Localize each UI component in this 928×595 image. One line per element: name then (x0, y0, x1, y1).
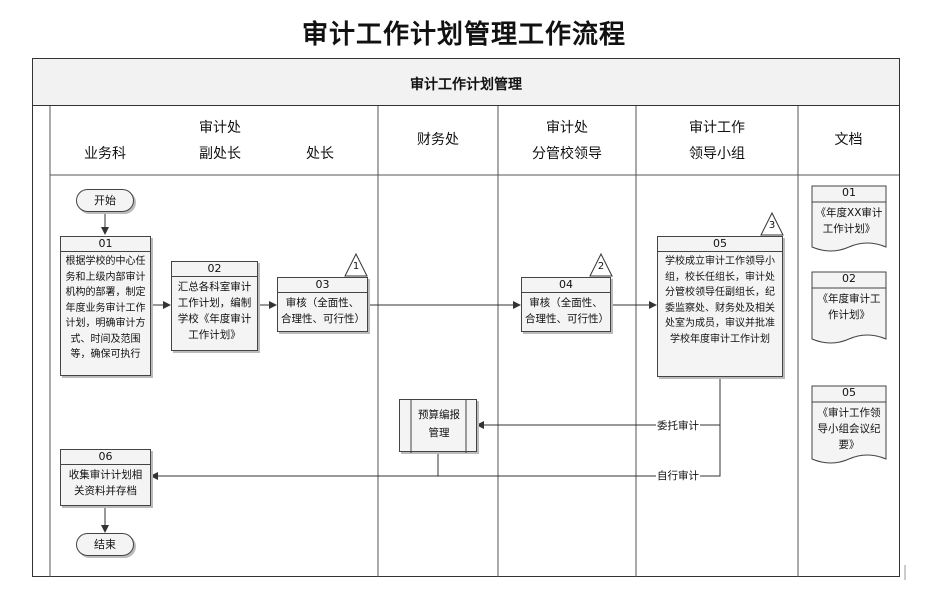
diagram-subtitle: 审计工作计划管理 (410, 77, 522, 93)
marker-triangle-1 (344, 252, 368, 277)
document-01: 01 《年度XX审计工作计划》 (811, 185, 887, 257)
subprocess-side-bars (410, 400, 467, 453)
process-06-text: 收集审计计划相关资料并存档 (68, 469, 143, 497)
marker-2-label: 2 (597, 261, 605, 272)
edge-label-entrust: 委托审计 (656, 418, 700, 433)
process-05-id: 05 (658, 237, 782, 252)
process-01: 01 根据学校的中心任务和上级内部审计机构的部署，制定年度业务审计工作计划，明确… (60, 236, 151, 376)
lane-header-deputy: 副处长 (199, 146, 241, 162)
lane-header-business: 业务科 (84, 146, 126, 162)
process-05: 05 学校成立审计工作领导小组，校长任组长，审计处分管校领导任副组长，纪委监察处… (657, 236, 783, 377)
document-01-id: 01 (842, 186, 856, 199)
process-03: 03 审核（全面性、合理性、可行性） (277, 277, 368, 332)
document-02-id: 02 (842, 272, 856, 285)
lane-header-leader-line1: 审计处 (546, 120, 588, 136)
lane-header-group-line2: 领导小组 (689, 146, 745, 162)
process-06: 06 收集审计计划相关资料并存档 (60, 449, 151, 506)
process-06-id: 06 (61, 450, 150, 465)
marker-triangle-2 (589, 252, 613, 277)
document-05: 05 《审计工作领导小组会议纪要》 (811, 385, 887, 469)
budget-subprocess: 预算编报管理 (399, 399, 477, 453)
process-01-text: 根据学校的中心任务和上级内部审计机构的部署，制定年度业务审计工作计划，明确审计方… (65, 256, 146, 360)
process-02-text: 汇总各科室审计工作计划，编制学校《年度审计工作计划》 (177, 281, 252, 341)
process-02: 02 汇总各科室审计工作计划，编制学校《年度审计工作计划》 (171, 261, 258, 351)
marker-3-label: 3 (768, 220, 776, 231)
lane-header-director: 处长 (306, 146, 334, 162)
budget-subprocess-text: 预算编报管理 (418, 409, 460, 439)
process-05-text: 学校成立审计工作领导小组，校长任组长，审计处分管校领导任副组长，纪委监察处、财务… (665, 256, 775, 345)
document-01-shape (811, 185, 887, 252)
process-01-id: 01 (61, 237, 150, 252)
document-02-shape (811, 271, 887, 344)
lane-header-docs: 文档 (834, 132, 863, 148)
process-03-text: 审核（全面性、合理性、可行性） (281, 297, 365, 325)
marker-triangle-3 (760, 211, 784, 236)
document-05-id: 05 (842, 386, 856, 399)
start-terminator: 开始 (76, 189, 134, 212)
document-05-text: 《审计工作领导小组会议纪要》 (817, 407, 881, 451)
process-03-id: 03 (278, 278, 367, 293)
end-terminator: 结束 (76, 533, 134, 556)
lane-header-leader-line2: 分管校领导 (532, 146, 602, 162)
process-02-id: 02 (172, 262, 257, 277)
document-02: 02 《年度审计工作计划》 (811, 271, 887, 349)
lane-header-group-line1: 审计工作 (689, 120, 745, 136)
edge-label-self: 自行审计 (656, 468, 700, 483)
document-01-text: 《年度XX审计工作计划》 (815, 207, 883, 235)
process-04-text: 审核（全面性、合理性、可行性） (525, 297, 609, 325)
subtitle-bar (33, 59, 899, 106)
process-04: 04 审核（全面性、合理性、可行性） (521, 277, 611, 332)
swimlane-frame (32, 58, 900, 577)
document-02-text: 《年度审计工作计划》 (817, 293, 881, 321)
lane-header-audit-office: 审计处 (199, 120, 241, 136)
document-05-shape (811, 385, 887, 464)
page-title: 审计工作计划管理工作流程 (301, 20, 626, 50)
marker-1-label: 1 (352, 261, 360, 272)
lane-header-finance: 财务处 (417, 132, 459, 148)
process-04-id: 04 (522, 278, 610, 293)
